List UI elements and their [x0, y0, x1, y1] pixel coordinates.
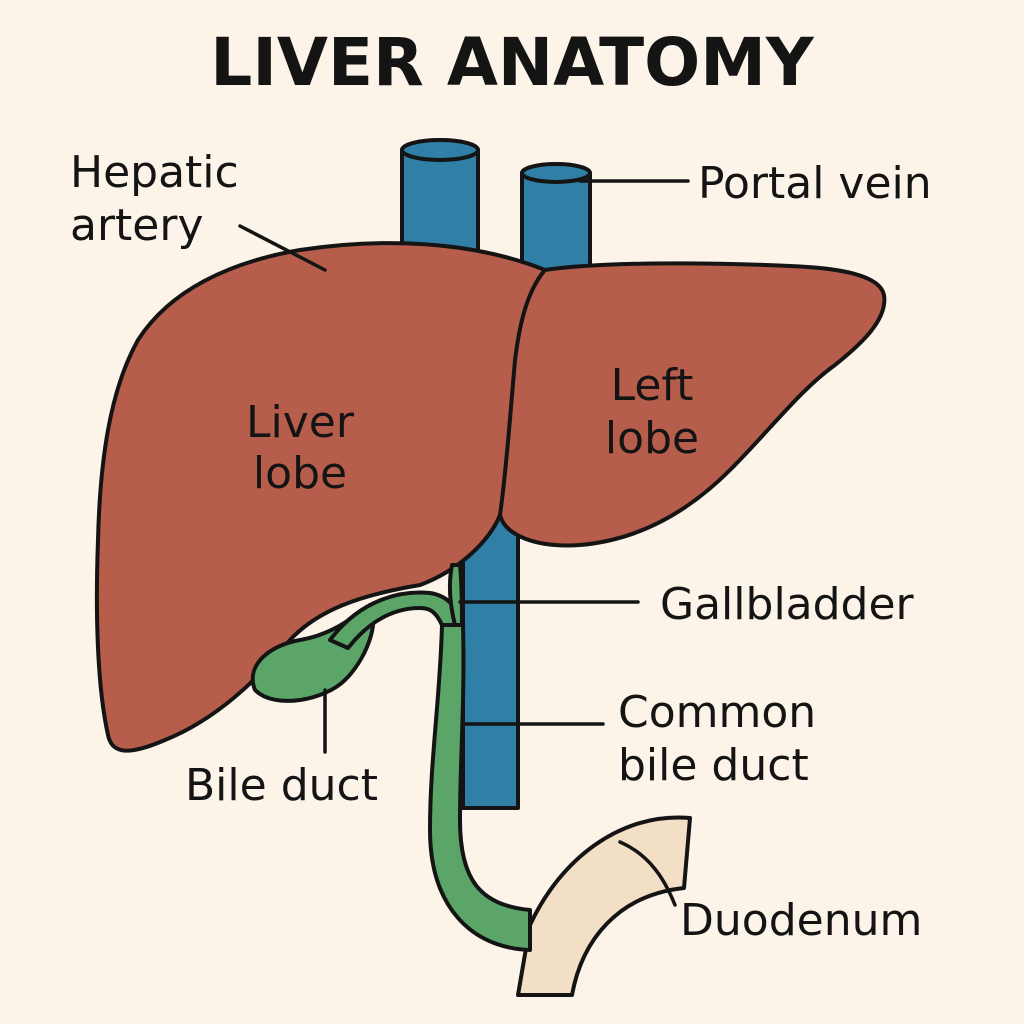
hepatic-artery-label-line1: Hepatic	[70, 147, 239, 198]
duodenum-label: Duodenum	[680, 895, 922, 946]
common-bile-duct-label-line1: Common	[618, 687, 816, 738]
duodenum-leader	[618, 840, 677, 907]
right-lobe-label-line1: Liver	[246, 397, 355, 448]
portal-vein-label: Portal vein	[698, 158, 932, 209]
gallbladder-label: Gallbladder	[660, 579, 915, 630]
hepatic-artery-leader	[238, 224, 327, 272]
left-lobe-label-line1: Left	[611, 360, 694, 411]
diagram-title: LIVER ANATOMY	[210, 24, 815, 101]
common-bile-duct	[428, 623, 532, 952]
common-bile-duct-label-line2: bile duct	[618, 740, 809, 791]
duodenum	[516, 815, 692, 997]
left-lobe-label-line2: lobe	[605, 413, 699, 464]
hepatic-artery-label-line2: artery	[70, 200, 204, 251]
bile-duct-label: Bile duct	[185, 760, 378, 811]
left-lobe	[498, 261, 887, 548]
portal-vein-vessel-top	[520, 162, 592, 184]
hepatic-duct	[447, 563, 464, 627]
hepatic-artery-vessel-top	[400, 138, 480, 162]
right-lobe-label-line2: lobe	[253, 448, 347, 499]
